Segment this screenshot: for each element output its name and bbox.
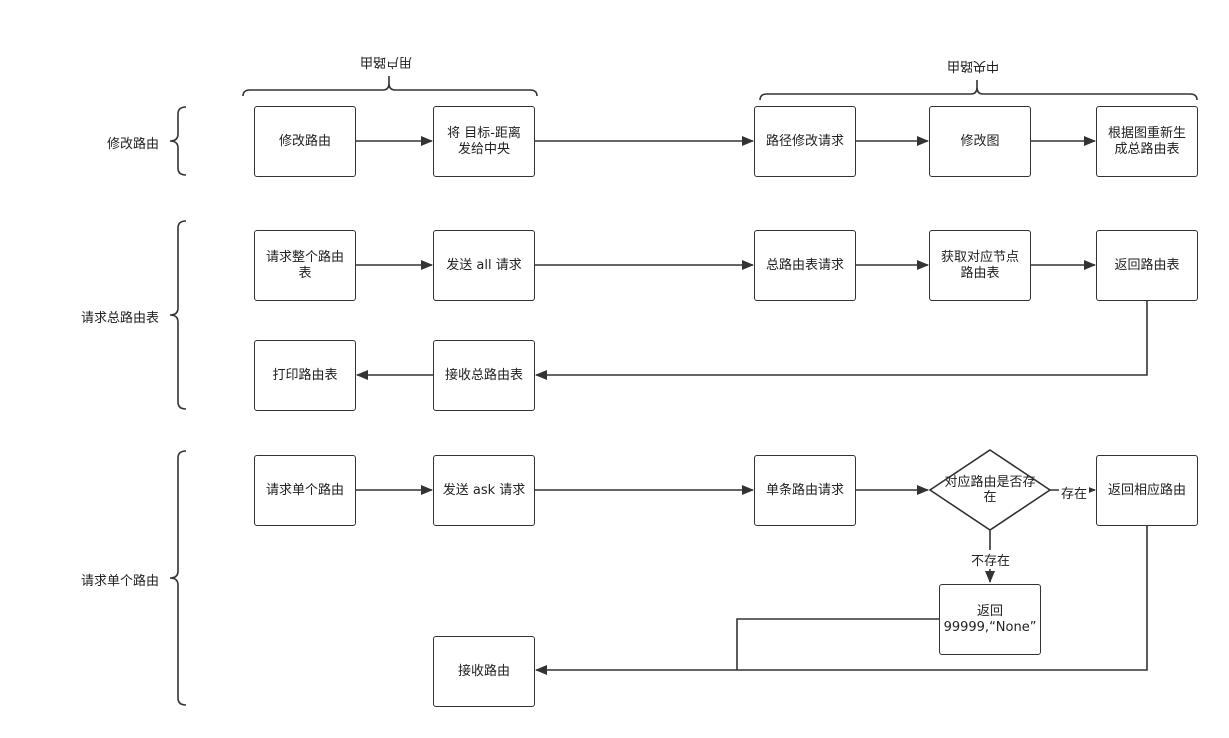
box-return-table: 返回路由表 (1096, 230, 1198, 301)
box-regenerate-table: 根据图重新生成总路由表 (1096, 106, 1198, 177)
box-path-modify-request: 路径修改请求 (754, 106, 856, 177)
center-group-label: 中央路由 (947, 58, 1000, 73)
arrow-return-to-receive-total (535, 300, 1148, 380)
arrow-return-route-to-receive (535, 525, 1148, 675)
box-modify-route: 修改路由 (254, 106, 356, 177)
box-request-whole-table: 请求整个路由表 (254, 230, 356, 301)
client-group-label: 用户路由 (360, 54, 413, 69)
row-label-modify: 修改路由 (107, 137, 160, 152)
box-return-corresponding-route: 返回相应路由 (1096, 455, 1198, 526)
box-receive-route: 接收路由 (433, 636, 535, 707)
box-receive-total-table: 接收总路由表 (433, 340, 535, 411)
box-single-route-request: 单条路由请求 (754, 455, 856, 526)
box-print-table: 打印路由表 (254, 340, 356, 411)
box-send-all: 发送 all 请求 (433, 230, 535, 301)
center-group-brace (759, 80, 1198, 101)
decision-no-label: 不存在 (970, 550, 1012, 569)
box-send-ask: 发送 ask 请求 (433, 455, 535, 526)
box-total-table-request: 总路由表请求 (754, 230, 856, 301)
client-group-brace (242, 76, 538, 97)
row-label-request-all: 请求总路由表 (81, 311, 160, 326)
decision-question: 对应路由是否存在 (944, 475, 1036, 505)
box-request-single-route: 请求单个路由 (254, 455, 356, 526)
box-return-none: 返回99999,“None” (939, 584, 1041, 655)
decision-yes-label: 存在 (1059, 483, 1090, 502)
request-single-row-brace (169, 450, 187, 706)
decision-diamond (928, 449, 1052, 531)
request-all-row-brace (169, 220, 187, 410)
row-label-request-single: 请求单个路由 (81, 574, 160, 589)
box-modify-graph: 修改图 (929, 106, 1031, 177)
line-none-to-receive (736, 618, 940, 670)
box-send-target-distance: 将 目标-距离 发给中央 (433, 106, 535, 177)
box-get-node-table: 获取对应节点路由表 (929, 230, 1031, 301)
modify-row-brace (169, 106, 187, 176)
